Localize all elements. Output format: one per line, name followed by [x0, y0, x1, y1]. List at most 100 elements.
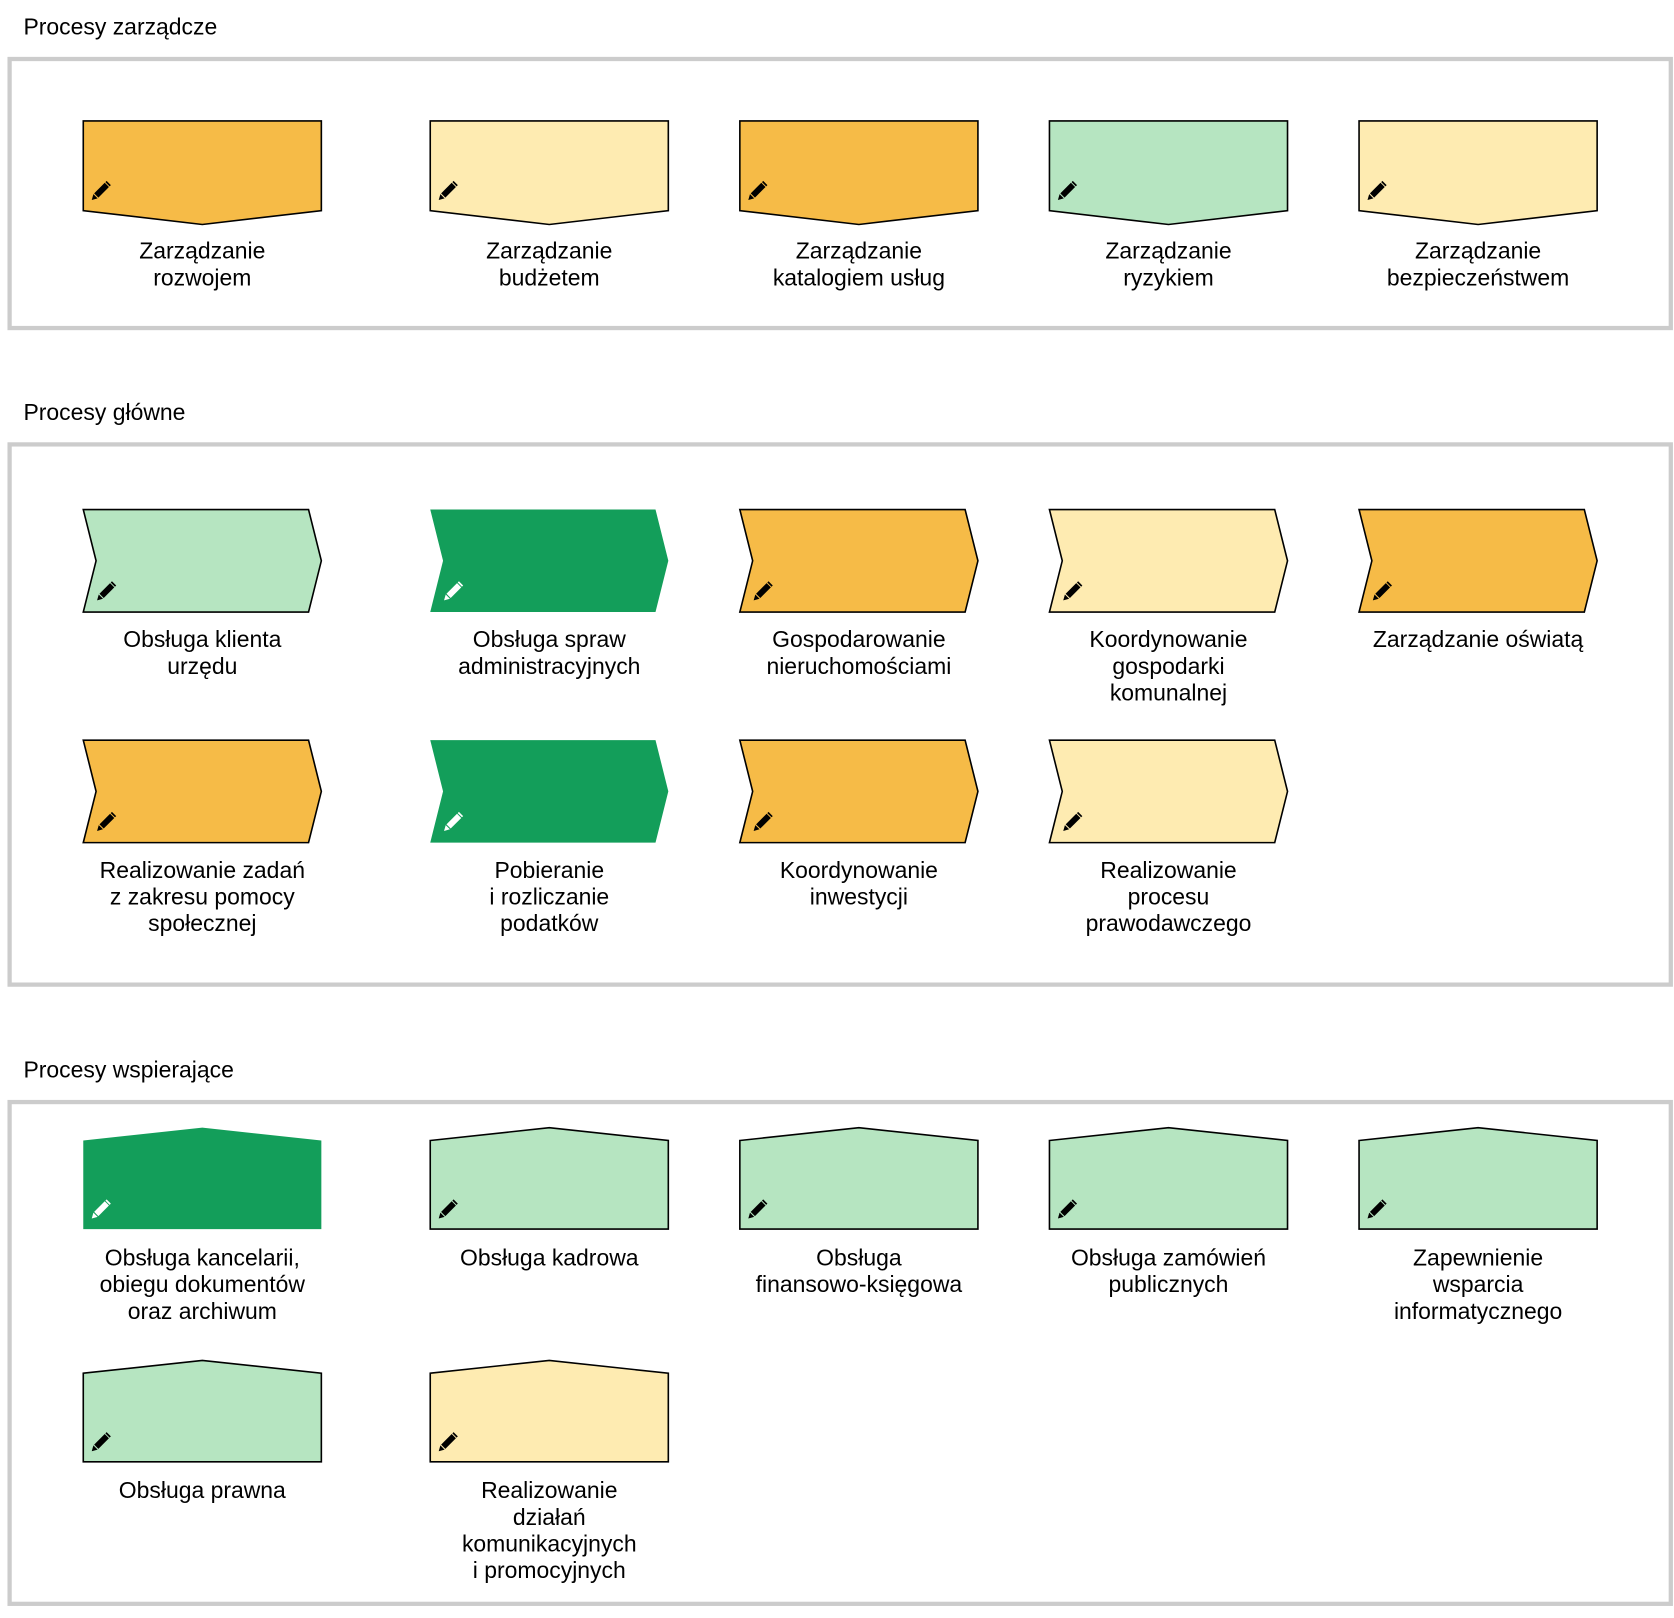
pencil-icon[interactable] — [437, 1432, 458, 1453]
pencil-icon[interactable] — [90, 1432, 111, 1453]
process-shape[interactable] — [738, 739, 979, 844]
process-shape[interactable] — [430, 509, 669, 613]
process-shape[interactable] — [1048, 508, 1289, 613]
process-shape[interactable] — [739, 120, 979, 226]
process-label: komunalnej — [1110, 680, 1227, 706]
pencil-icon[interactable] — [1365, 1199, 1387, 1220]
process-shape[interactable] — [429, 1359, 670, 1463]
pencil-icon[interactable] — [1061, 811, 1083, 833]
pencil-icon[interactable] — [1056, 1199, 1078, 1220]
process-label: Zarządzanie — [139, 238, 265, 264]
process-shape[interactable] — [82, 508, 323, 613]
process-shape[interactable] — [1358, 1126, 1598, 1230]
process-shape[interactable] — [1358, 120, 1598, 226]
process-shape[interactable] — [82, 1359, 323, 1463]
process-label: i promocyjnych — [473, 1557, 626, 1583]
process-label: działań — [513, 1504, 586, 1530]
process-shape[interactable] — [82, 739, 323, 844]
pencil-icon[interactable] — [746, 180, 768, 202]
process-label: z zakresu pomocy — [110, 884, 295, 910]
process-label: Realizowanie zadań — [100, 857, 305, 883]
pencil-icon[interactable] — [437, 180, 458, 202]
process-shape[interactable] — [1048, 1126, 1289, 1230]
process-shape[interactable] — [429, 1126, 670, 1230]
pencil-icon[interactable] — [1061, 581, 1083, 602]
process-shape[interactable] — [739, 1126, 979, 1230]
process-label: ryzykiem — [1123, 264, 1213, 290]
pencil-icon[interactable] — [752, 581, 773, 602]
section-support: Procesy wspierające Obsługa kancelarii,o… — [7, 1057, 1673, 1606]
pencil-icon[interactable] — [90, 180, 111, 202]
pencil-icon[interactable] — [437, 1199, 458, 1220]
pencil-icon[interactable] — [90, 1199, 111, 1220]
process-shape[interactable] — [430, 740, 669, 843]
process-label: obiegu dokumentów — [100, 1271, 306, 1297]
process-shape[interactable] — [1048, 739, 1289, 844]
pencil-icon[interactable] — [95, 581, 117, 602]
process-label: Realizowanie — [1100, 857, 1236, 883]
process-label: Obsługa spraw — [473, 626, 626, 652]
process-shape[interactable] — [1358, 508, 1598, 613]
process-label: Realizowanie — [481, 1477, 617, 1503]
section-frame — [7, 56, 1673, 331]
process-label: informatycznego — [1394, 1298, 1562, 1324]
process-shape[interactable] — [1048, 120, 1289, 226]
process-label: publicznych — [1109, 1271, 1229, 1297]
process-label: Koordynowanie — [780, 857, 938, 883]
process-label: podatków — [500, 910, 599, 936]
process-shape[interactable] — [738, 508, 979, 613]
process-label: Zarządzanie — [1105, 238, 1231, 264]
pencil-icon[interactable] — [746, 1199, 768, 1220]
process-label: Pobieranie — [494, 857, 604, 883]
process-shape[interactable] — [82, 120, 323, 226]
process-item[interactable]: Obsługa kancelarii,obiegu dokumentóworaz… — [83, 1127, 322, 1324]
process-label: Zarządzanie — [486, 238, 612, 264]
section-core: Procesy główne Obsługa klientaurzęduObsł… — [7, 399, 1673, 987]
pencil-icon[interactable] — [442, 811, 464, 833]
process-label: Obsługa — [816, 1244, 902, 1270]
process-label: nieruchomościami — [766, 653, 951, 679]
section-management: Procesy zarządcze ZarządzanierozwojemZar… — [7, 13, 1673, 331]
process-label: Obsługa klienta — [123, 626, 281, 652]
process-label: katalogiem usług — [773, 264, 945, 290]
process-item[interactable]: Obsługa prawna — [82, 1359, 323, 1503]
process-shape[interactable] — [429, 120, 670, 226]
process-label: Zarządzanie — [1415, 238, 1541, 264]
section-frame — [7, 442, 1673, 987]
section-shapes: Obsługa kancelarii,obiegu dokumentóworaz… — [82, 1126, 1598, 1583]
section-shapes: ZarządzanierozwojemZarządzaniebudżetemZa… — [82, 120, 1598, 290]
pencil-icon[interactable] — [752, 811, 773, 833]
pencil-icon[interactable] — [442, 581, 464, 602]
pencil-icon[interactable] — [1056, 180, 1078, 202]
process-label: Zapewnienie — [1413, 1244, 1543, 1270]
pencil-icon[interactable] — [1371, 581, 1392, 602]
process-shape[interactable] — [83, 1127, 322, 1230]
pencil-icon[interactable] — [95, 811, 117, 833]
section-title: Procesy wspierające — [23, 1057, 233, 1083]
process-label: Gospodarowanie — [772, 626, 945, 652]
process-label: administracyjnych — [458, 653, 640, 679]
process-item[interactable]: Obsługa kadrowa — [429, 1126, 670, 1271]
process-item[interactable]: Zarządzanie oświatą — [1358, 508, 1598, 653]
process-label: oraz archiwum — [128, 1298, 277, 1324]
pencil-icon[interactable] — [1365, 180, 1387, 202]
process-label: budżetem — [499, 264, 600, 290]
